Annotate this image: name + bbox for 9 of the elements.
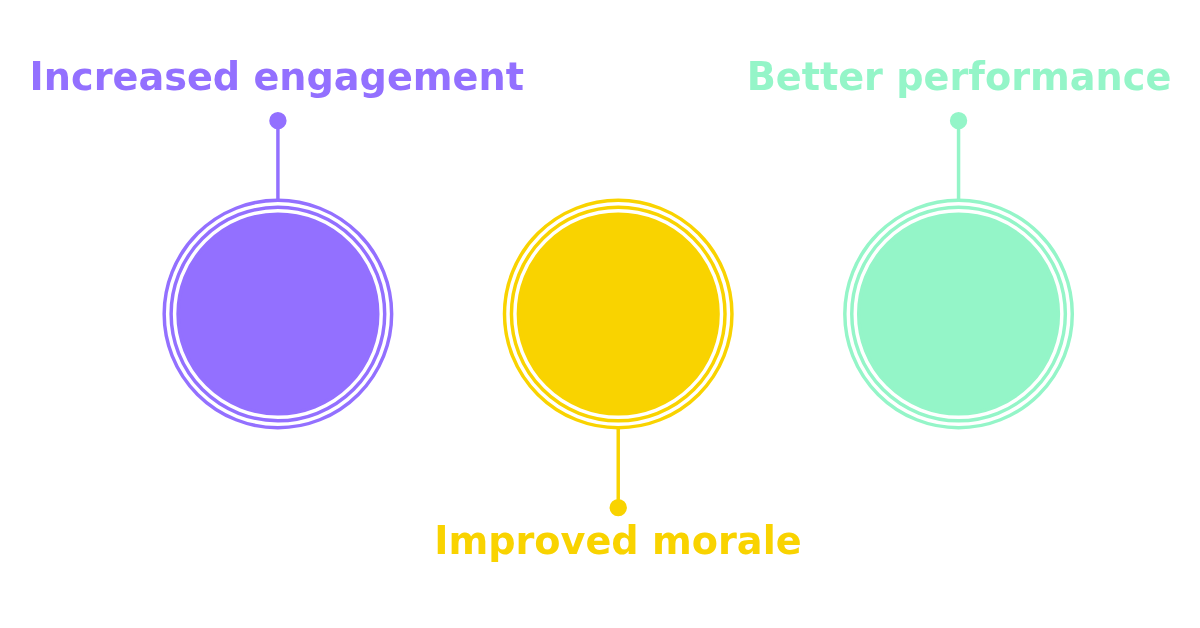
node-text: Increased engagement bbox=[29, 55, 524, 100]
connector bbox=[609, 427, 627, 517]
node-text: Improved morale bbox=[434, 518, 802, 563]
node-circle bbox=[162, 198, 394, 430]
connector bbox=[949, 112, 968, 201]
node-circle bbox=[502, 198, 734, 430]
node-circle bbox=[843, 198, 1074, 430]
node-text: Better performance bbox=[746, 55, 1172, 100]
connector bbox=[269, 112, 287, 201]
